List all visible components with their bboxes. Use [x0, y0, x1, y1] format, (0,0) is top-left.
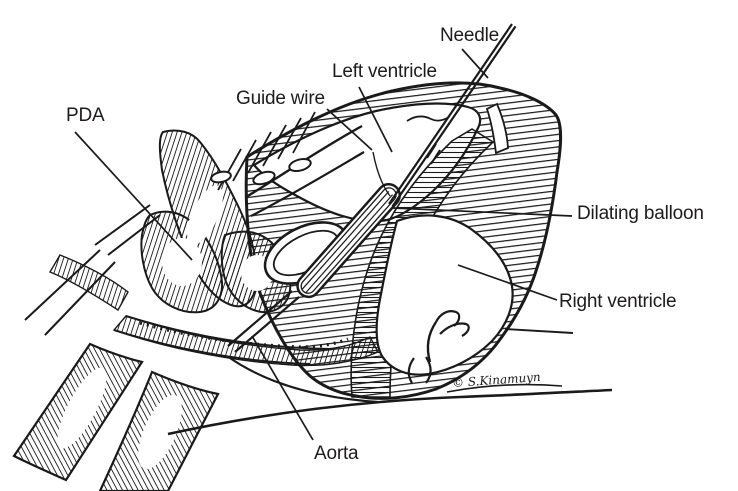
signature-underline	[446, 383, 563, 393]
pda-highlight	[187, 185, 223, 245]
balloon-wall	[296, 182, 401, 299]
balloon-catheter	[296, 182, 401, 299]
crescent-mark	[425, 356, 432, 384]
right-ventricle-cavity	[375, 214, 514, 376]
guide-wire-core	[301, 190, 394, 294]
guide-wire-leader	[326, 108, 373, 151]
left-ventricle-leader	[358, 86, 393, 153]
papillary-fork	[439, 322, 470, 337]
papillary-fork	[426, 321, 438, 363]
needle-leader	[461, 48, 489, 79]
needle-bevel-marks	[426, 143, 441, 165]
crescent-mark	[407, 357, 415, 384]
aorta-leader	[251, 335, 314, 441]
leader-lines	[74, 48, 573, 441]
pda-mass	[140, 129, 292, 314]
aortic-arch	[112, 315, 379, 367]
label-pda: PDA	[66, 105, 105, 126]
vessel-ostia	[210, 157, 312, 186]
inner-wall-wave	[406, 115, 450, 122]
label-left-ventricle: Left ventricle	[332, 61, 437, 82]
right-ventricle-leader	[457, 264, 558, 301]
arch-edge	[125, 315, 331, 350]
needle-shaft	[372, 23, 517, 208]
descending-aorta	[12, 342, 220, 491]
label-dilating-balloon: Dilating balloon	[577, 203, 704, 224]
branch-whiskers	[217, 111, 316, 191]
vessel-lumen	[138, 394, 182, 470]
guide-wire-line	[372, 151, 391, 197]
label-aorta: Aorta	[314, 443, 359, 464]
wall-notch	[485, 102, 509, 155]
bottom-contours	[167, 357, 613, 436]
baseline-stroke	[504, 328, 574, 334]
label-guide-wire: Guide wire	[236, 88, 325, 109]
label-right-ventricle: Right ventricle	[559, 291, 677, 312]
catheter-shaft	[227, 290, 300, 353]
papillary-fork	[435, 310, 461, 327]
pda-highlight	[162, 238, 202, 286]
heart-body	[244, 81, 563, 400]
arch-edge	[113, 329, 311, 365]
dilating-balloon-leader	[392, 207, 573, 217]
balloon-inner	[300, 187, 397, 294]
vessel-lumen	[57, 367, 107, 449]
pda-leader	[74, 131, 193, 261]
branch-shading	[48, 254, 129, 311]
branch-vessels	[24, 204, 161, 336]
rv-details	[407, 310, 574, 384]
label-needle: Needle	[440, 25, 500, 46]
